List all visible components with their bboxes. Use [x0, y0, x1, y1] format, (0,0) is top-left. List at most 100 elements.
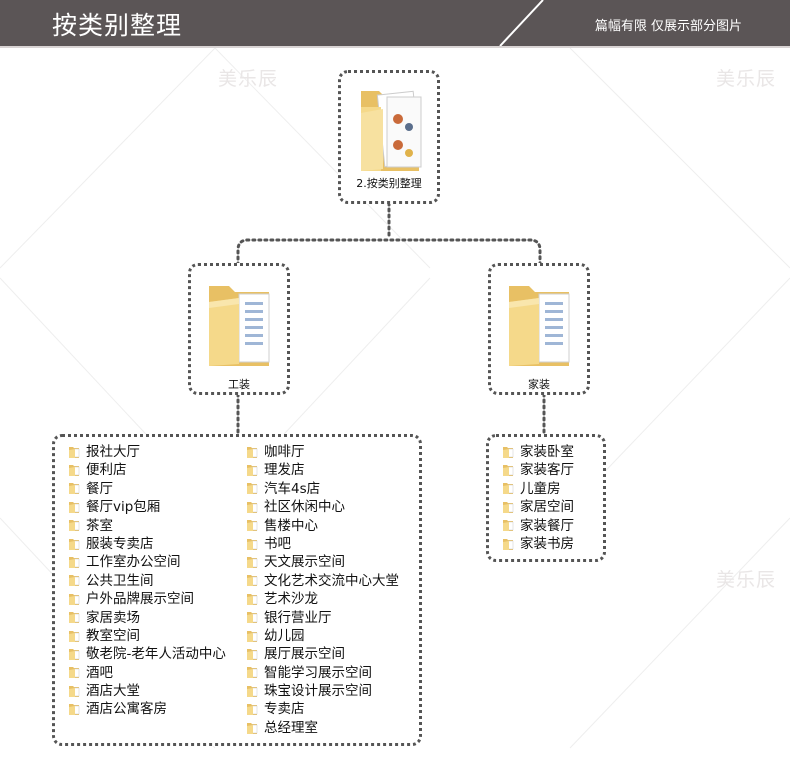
subfolder-item[interactable]: 教室空间	[68, 627, 226, 645]
folder-icon	[247, 704, 258, 716]
subfolder-label: 餐厅	[86, 480, 113, 497]
watermark: 美乐辰	[218, 68, 279, 90]
page-title: 按类别整理	[52, 11, 183, 40]
folder-icon	[247, 557, 258, 569]
subfolder-item[interactable]: 酒店大堂	[68, 682, 226, 700]
folder-icon	[69, 630, 80, 642]
subfolder-label: 展厅展示空间	[264, 646, 345, 663]
subfolder-item[interactable]: 服装专卖店	[68, 535, 226, 553]
subfolder-label: 社区休闲中心	[264, 499, 345, 516]
subfolder-item[interactable]: 展厅展示空间	[246, 645, 399, 663]
folder-icon	[69, 612, 80, 624]
folder-icon	[503, 483, 514, 495]
subfolder-label: 文化艺术交流中心大堂	[264, 572, 399, 589]
folder-icon	[69, 446, 80, 458]
subfolder-item[interactable]: 书吧	[246, 535, 399, 553]
folder-icon	[69, 557, 80, 569]
subfolder-item[interactable]: 报社大厅	[68, 443, 226, 461]
folder-icon	[503, 520, 514, 532]
subfolder-label: 酒吧	[86, 664, 113, 681]
subfolder-label: 报社大厅	[86, 444, 140, 460]
folder-icon	[69, 483, 80, 495]
folder-icon	[69, 593, 80, 605]
subfolder-item[interactable]: 酒吧	[68, 664, 226, 682]
folder-node-commercial[interactable]: 工装	[188, 263, 290, 395]
subfolder-label: 总经理室	[264, 719, 318, 736]
residential-subfolder-list: 家装卧室家装客厅儿童房家居空间家装餐厅家装书房	[486, 434, 606, 562]
subfolder-label: 汽车4s店	[264, 480, 321, 497]
subfolder-label: 珠宝设计展示空间	[264, 683, 372, 700]
header-divider	[0, 46, 790, 48]
folder-icon	[69, 648, 80, 660]
subfolder-label: 服装专卖店	[86, 535, 154, 552]
folder-icon	[247, 575, 258, 587]
root-folder-node[interactable]: 2.按类别整理	[338, 70, 440, 204]
subfolder-label: 敬老院-老年人活动中心	[86, 646, 226, 663]
folder-icon	[247, 648, 258, 660]
subfolder-column: 报社大厅便利店餐厅餐厅vip包厢茶室服装专卖店工作室办公空间公共卫生间户外品牌展…	[68, 443, 226, 719]
subfolder-item[interactable]: 工作室办公空间	[68, 553, 226, 571]
folder-icon	[69, 465, 80, 477]
folder-with-documents-icon	[209, 286, 270, 366]
watermark: 美乐辰	[716, 68, 777, 90]
subfolder-label: 家居空间	[520, 499, 574, 516]
folder-icon	[69, 685, 80, 697]
subfolder-label: 家装餐厅	[520, 517, 574, 534]
folder-icon	[503, 446, 514, 458]
subfolder-item[interactable]: 珠宝设计展示空间	[246, 682, 399, 700]
subfolder-item[interactable]: 敬老院-老年人活动中心	[68, 645, 226, 663]
header-slash-decoration	[499, 0, 544, 46]
subfolder-label: 教室空间	[86, 627, 140, 644]
folder-label-commercial: 工装	[228, 378, 250, 391]
commercial-subfolder-list: 报社大厅便利店餐厅餐厅vip包厢茶室服装专卖店工作室办公空间公共卫生间户外品牌展…	[52, 434, 422, 746]
subfolder-item[interactable]: 酒店公寓客房	[68, 700, 226, 718]
subfolder-item[interactable]: 专卖店	[246, 700, 399, 718]
subfolder-item[interactable]: 便利店	[68, 461, 226, 479]
subfolder-item[interactable]: 餐厅	[68, 480, 226, 498]
subfolder-item[interactable]: 汽车4s店	[246, 480, 399, 498]
subfolder-item[interactable]: 家装书房	[502, 535, 574, 553]
subfolder-item[interactable]: 家装餐厅	[502, 517, 574, 535]
subfolder-item[interactable]: 幼儿园	[246, 627, 399, 645]
subfolder-item[interactable]: 家居空间	[502, 498, 574, 516]
folder-with-documents-icon	[509, 286, 570, 366]
folder-icon	[247, 446, 258, 458]
folder-icon	[503, 538, 514, 550]
folder-icon	[247, 593, 258, 605]
subfolder-item[interactable]: 智能学习展示空间	[246, 664, 399, 682]
folder-icon	[247, 520, 258, 532]
subfolder-item[interactable]: 天文展示空间	[246, 553, 399, 571]
subfolder-item[interactable]: 家装客厅	[502, 461, 574, 479]
subfolder-label: 家居卖场	[86, 609, 140, 626]
folder-icon	[247, 501, 258, 513]
folder-icon	[247, 685, 258, 697]
subfolder-item[interactable]: 餐厅vip包厢	[68, 498, 226, 516]
subfolder-item[interactable]: 户外品牌展示空间	[68, 590, 226, 608]
subfolder-label: 工作室办公空间	[86, 554, 181, 571]
folder-icon	[69, 501, 80, 513]
root-folder-label: 2.按类别整理	[356, 177, 422, 190]
subfolder-item[interactable]: 艺术沙龙	[246, 590, 399, 608]
subfolder-label: 书吧	[264, 535, 291, 552]
subfolder-item[interactable]: 茶室	[68, 517, 226, 535]
subfolder-label: 茶室	[86, 517, 113, 534]
subfolder-item[interactable]: 文化艺术交流中心大堂	[246, 572, 399, 590]
subfolder-item[interactable]: 儿童房	[502, 480, 574, 498]
folder-icon	[247, 483, 258, 495]
subfolder-item[interactable]: 理发店	[246, 461, 399, 479]
subfolder-item[interactable]: 银行营业厅	[246, 609, 399, 627]
subfolder-item[interactable]: 售楼中心	[246, 517, 399, 535]
folder-icon	[247, 667, 258, 679]
subfolder-item[interactable]: 总经理室	[246, 719, 399, 737]
subfolder-item[interactable]: 社区休闲中心	[246, 498, 399, 516]
folder-icon	[69, 575, 80, 587]
subfolder-item[interactable]: 咖啡厅	[246, 443, 399, 461]
subfolder-item[interactable]: 家装卧室	[502, 443, 574, 461]
folder-icon	[247, 538, 258, 550]
folder-icon	[69, 667, 80, 679]
subfolder-item[interactable]: 公共卫生间	[68, 572, 226, 590]
subfolder-label: 便利店	[86, 462, 127, 479]
folder-node-residential[interactable]: 家装	[488, 263, 590, 395]
subfolder-item[interactable]: 家居卖场	[68, 609, 226, 627]
